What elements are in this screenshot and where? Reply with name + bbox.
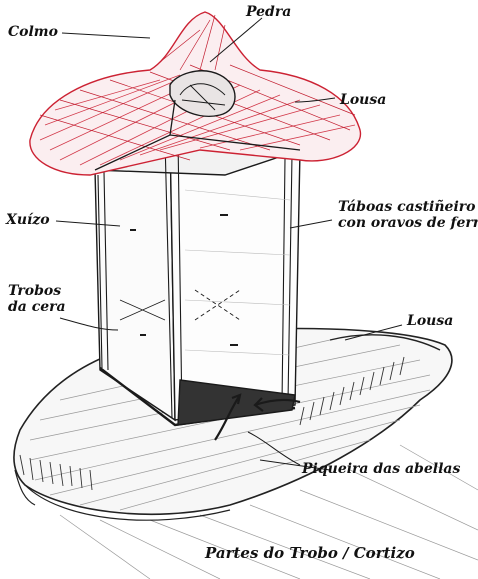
label-piqueira: Piqueira das abellas	[302, 461, 460, 477]
label-taboas-line2: con oravos de ferro	[338, 215, 478, 231]
roof	[30, 12, 361, 175]
diagram-caption: Partes do Trobo / Cortizo	[205, 545, 415, 561]
label-trobos-line1: Trobos	[8, 283, 66, 299]
label-taboas: Táboas castiñeiro con oravos de ferro	[338, 199, 478, 231]
label-xuizo: Xuízo	[6, 212, 50, 228]
label-trobos: Trobos da cera	[8, 283, 66, 315]
label-trobos-line2: da cera	[8, 299, 66, 315]
label-lousa-base: Lousa	[407, 313, 453, 329]
hive-box	[95, 135, 300, 425]
label-lousa-top: Lousa	[340, 92, 386, 108]
label-taboas-line1: Táboas castiñeiro	[338, 199, 478, 215]
label-colmo: Colmo	[8, 24, 58, 40]
label-pedra: Pedra	[246, 4, 291, 20]
